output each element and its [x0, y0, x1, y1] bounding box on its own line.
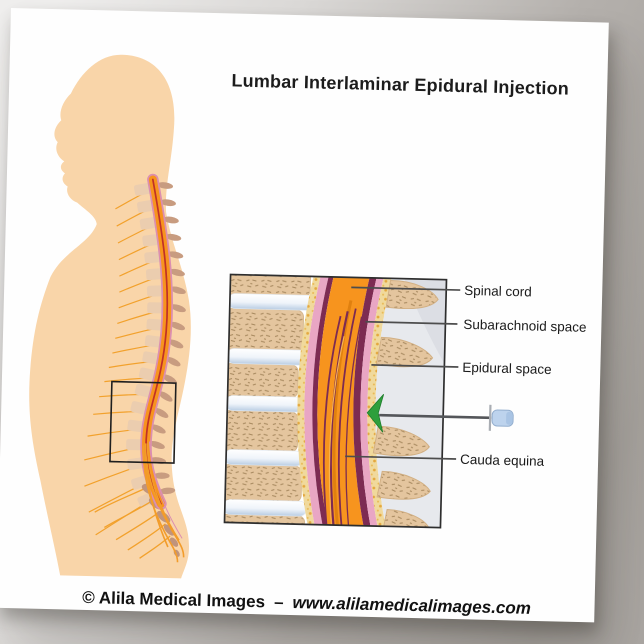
spinous-process	[159, 487, 176, 495]
needle-wings	[488, 404, 492, 431]
label-spinal-cord: Spinal cord	[464, 283, 532, 300]
spinous-processes	[372, 280, 439, 528]
epidural-space-posterior	[367, 278, 392, 527]
lumbar-region-marker	[109, 380, 177, 464]
vertebra	[130, 401, 148, 415]
spine-decoration	[84, 182, 186, 536]
vertebra	[145, 268, 163, 281]
dura-posterior	[360, 278, 384, 527]
vertebra	[146, 318, 163, 331]
needle-hub-tip	[506, 411, 513, 425]
vertebra	[147, 302, 164, 314]
label-cauda-equina: Cauda equina	[460, 452, 545, 469]
vertebra	[127, 457, 144, 471]
vertebra	[134, 383, 152, 398]
spinous-process	[149, 441, 165, 449]
spinous-process	[170, 304, 186, 313]
vertebra	[138, 367, 156, 381]
injection-arrow-icon	[366, 393, 385, 433]
vertebra	[136, 200, 154, 213]
spinal-canal	[297, 276, 392, 527]
vertebra	[142, 351, 160, 365]
vertebra	[142, 234, 159, 247]
spinous-process	[162, 374, 177, 385]
vertebra	[144, 335, 162, 348]
spinous-process	[162, 216, 179, 224]
vertebra	[133, 183, 151, 196]
spinous-process	[169, 268, 185, 277]
spinous-process	[160, 199, 176, 207]
inset-diagram	[223, 273, 448, 529]
footer-separator: –	[273, 592, 284, 612]
vertebra	[139, 217, 157, 230]
vertebra	[127, 419, 144, 433]
inset-border	[223, 273, 448, 529]
intervertebral-discs	[224, 293, 317, 517]
vertebra	[144, 251, 161, 264]
spinous-process	[154, 408, 169, 418]
leader-lines	[345, 286, 461, 460]
leader-subarachnoid-space	[365, 320, 458, 325]
spinous-process	[167, 251, 184, 259]
copyright-text: © Alila Medical Images	[81, 587, 266, 612]
spinous-process	[169, 321, 186, 331]
illustration-svg: Spinal cord Subarachnoid space Epidural …	[29, 54, 587, 579]
cauda-equina-figure	[142, 441, 185, 563]
spinous-process	[168, 339, 184, 349]
leader-cauda-equina	[345, 455, 457, 460]
label-subarachnoid-space: Subarachnoid space	[463, 317, 586, 335]
body-figure	[29, 54, 191, 579]
vertebra	[126, 439, 143, 451]
spinous-process	[153, 472, 170, 479]
dura-anterior	[304, 276, 329, 525]
spinous-process	[151, 424, 166, 434]
poster: Spinal cord Subarachnoid space Epidural …	[0, 8, 609, 623]
epidural-needle	[379, 404, 514, 431]
inset-labels: Spinal cord Subarachnoid space Epidural …	[460, 283, 587, 469]
cauda-equina-fibres	[322, 300, 363, 526]
needle-shaft	[379, 413, 492, 420]
subarachnoid-anterior	[312, 276, 334, 525]
spinous-process	[165, 233, 182, 241]
vertebra	[146, 285, 164, 297]
spinous-process	[158, 391, 173, 402]
label-epidural-space: Epidural space	[462, 360, 552, 377]
spinous-process	[166, 356, 181, 367]
leader-epidural-space	[371, 364, 459, 368]
subarachnoid-posterior	[353, 277, 377, 526]
leader-spinal-cord	[351, 286, 461, 291]
spinous-process	[170, 286, 186, 295]
spinous-process	[157, 182, 174, 189]
epidural-space-anterior	[297, 276, 321, 525]
